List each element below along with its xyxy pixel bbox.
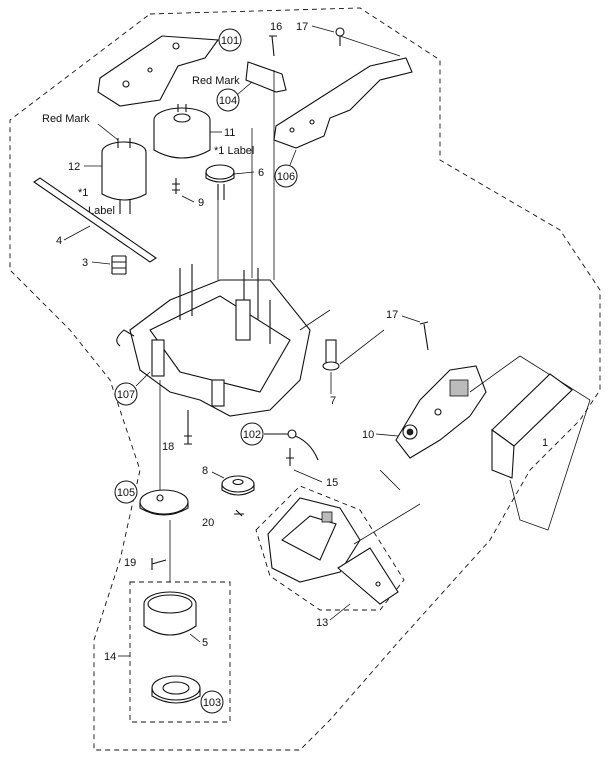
label-1: 1 (542, 437, 548, 449)
part-106-plate (273, 57, 413, 149)
label-6: 6 (258, 167, 264, 179)
label-star1-label: *1 Label (214, 145, 254, 157)
callout-101 (218, 28, 242, 52)
label-10: 10 (362, 429, 374, 441)
callout-102 (240, 422, 264, 446)
part-13-mechanism (267, 497, 399, 605)
callout-104 (216, 88, 240, 112)
callout-107 (114, 382, 138, 406)
callout-101-text: 101 (221, 35, 239, 47)
label-4: 4 (56, 235, 62, 247)
callout-104-text: 104 (219, 95, 237, 107)
screw-16 (269, 35, 277, 57)
label-red-mark-right: Red Mark (192, 75, 240, 87)
part-101-plate (97, 35, 220, 107)
callout-106-text: 106 (277, 171, 295, 183)
callout-103 (200, 690, 224, 714)
label-5: 5 (202, 637, 208, 649)
label-13: 13 (316, 617, 328, 629)
label-3: 3 (82, 257, 88, 269)
label-11: 11 (224, 127, 235, 139)
label-18: 18 (162, 441, 174, 453)
label-19: 19 (124, 557, 136, 569)
part-5-drum (143, 591, 197, 636)
assembly-boundary (9, 7, 601, 751)
part-6-gear (205, 164, 235, 200)
callout-103-text: 103 (203, 697, 221, 709)
part-11-motor (153, 104, 211, 159)
part-8-gear (221, 475, 255, 496)
label-star1: *1 (78, 187, 88, 199)
part-3-spring (111, 255, 127, 275)
label-8: 8 (202, 465, 208, 477)
callout-106 (274, 164, 298, 188)
part-1-flat-cable (491, 373, 573, 479)
part-104-bracket (245, 61, 287, 93)
callout-102-text: 102 (243, 429, 261, 441)
screw-20 (234, 509, 244, 517)
group-14-box (129, 581, 231, 723)
label-16: 16 (270, 21, 282, 33)
callout-107-text: 107 (117, 389, 135, 401)
part-4-rod (33, 177, 157, 263)
part-105-disc (139, 489, 189, 516)
part-1-box (469, 355, 591, 531)
part-103-ring (151, 675, 201, 704)
label-12: 12 (68, 161, 80, 173)
label-14: 14 (104, 651, 116, 663)
callout-105 (114, 480, 138, 504)
callout-105-text: 105 (117, 487, 135, 499)
label-7: 7 (330, 395, 336, 407)
label-word-label: Label (88, 205, 115, 217)
assembly-axis-lines (159, 70, 275, 582)
label-15: 15 (326, 477, 338, 489)
part-7-shaft (322, 339, 340, 371)
guide-lines-right (299, 309, 421, 545)
label-red-mark-left: Red Mark (42, 113, 90, 125)
label-17-right: 17 (386, 309, 398, 321)
part-12-motor (101, 138, 147, 214)
part-10-bracket (395, 365, 487, 459)
part-107-chassis (116, 264, 311, 417)
label-17-top: 17 (296, 21, 308, 33)
screw-9 (172, 178, 180, 194)
screw-18 (184, 410, 192, 445)
screw-19 (151, 558, 167, 570)
screw-17-right (419, 321, 429, 351)
screw-15 (286, 448, 294, 466)
label-9: 9 (198, 197, 204, 209)
label-20: 20 (202, 517, 214, 529)
